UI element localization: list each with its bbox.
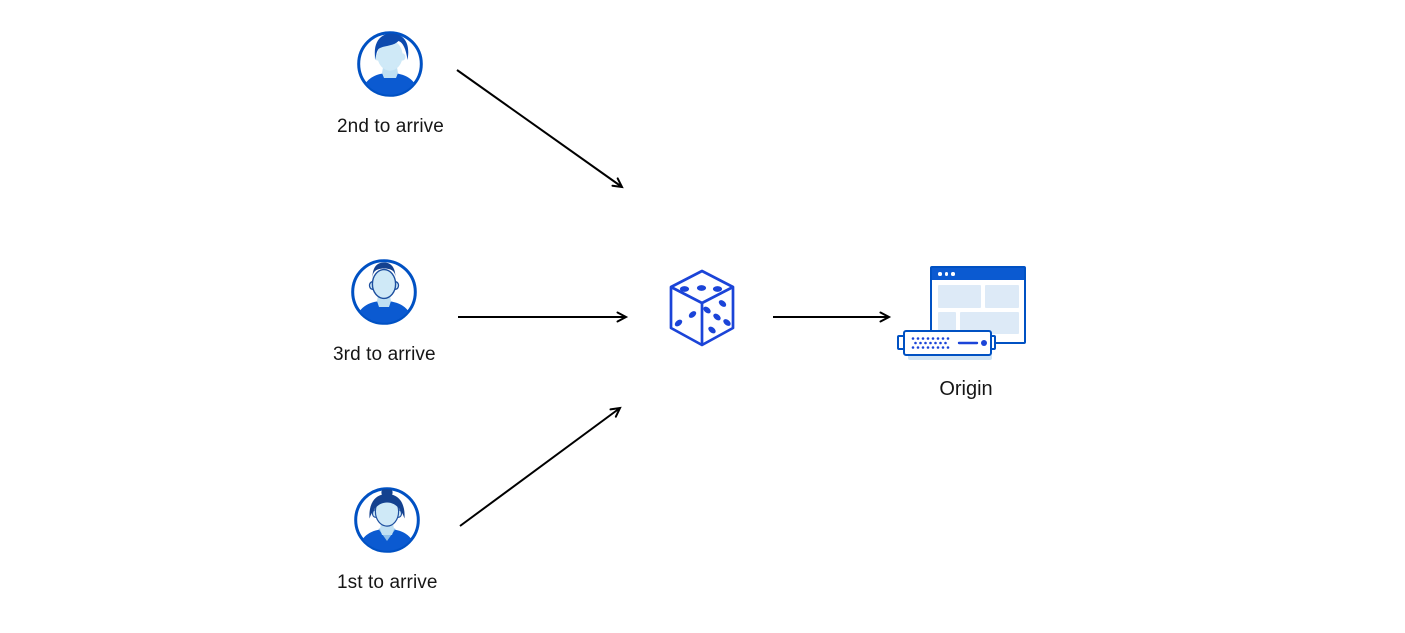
content-block <box>985 285 1019 308</box>
male-avatar-short-hair-icon <box>351 259 418 325</box>
female-avatar-bun-icon <box>354 487 421 553</box>
content-block <box>938 312 956 334</box>
window-dot-icon <box>938 272 942 276</box>
node-user-second: 2nd to arrive <box>337 29 444 138</box>
dice-icon <box>669 269 735 347</box>
node-label-third: 3rd to arrive <box>333 344 436 365</box>
node-label-first: 1st to arrive <box>337 572 438 593</box>
content-block <box>960 312 1019 334</box>
edge-second-to-dice <box>456 69 624 189</box>
edge-first-to-dice <box>459 406 622 527</box>
window-dot-icon <box>951 272 955 276</box>
content-block <box>938 285 981 308</box>
node-user-third: 3rd to arrive <box>333 257 436 366</box>
window-dot-icon <box>944 272 948 276</box>
server-shadow <box>908 354 992 360</box>
origin-server-icon <box>903 330 992 356</box>
node-label-origin: Origin <box>939 378 993 400</box>
browser-titlebar <box>932 268 1024 280</box>
node-user-first: 1st to arrive <box>337 485 438 594</box>
node-label-second: 2nd to arrive <box>337 116 444 137</box>
server-face <box>911 337 987 349</box>
male-avatar-swept-hair-icon <box>357 31 424 97</box>
